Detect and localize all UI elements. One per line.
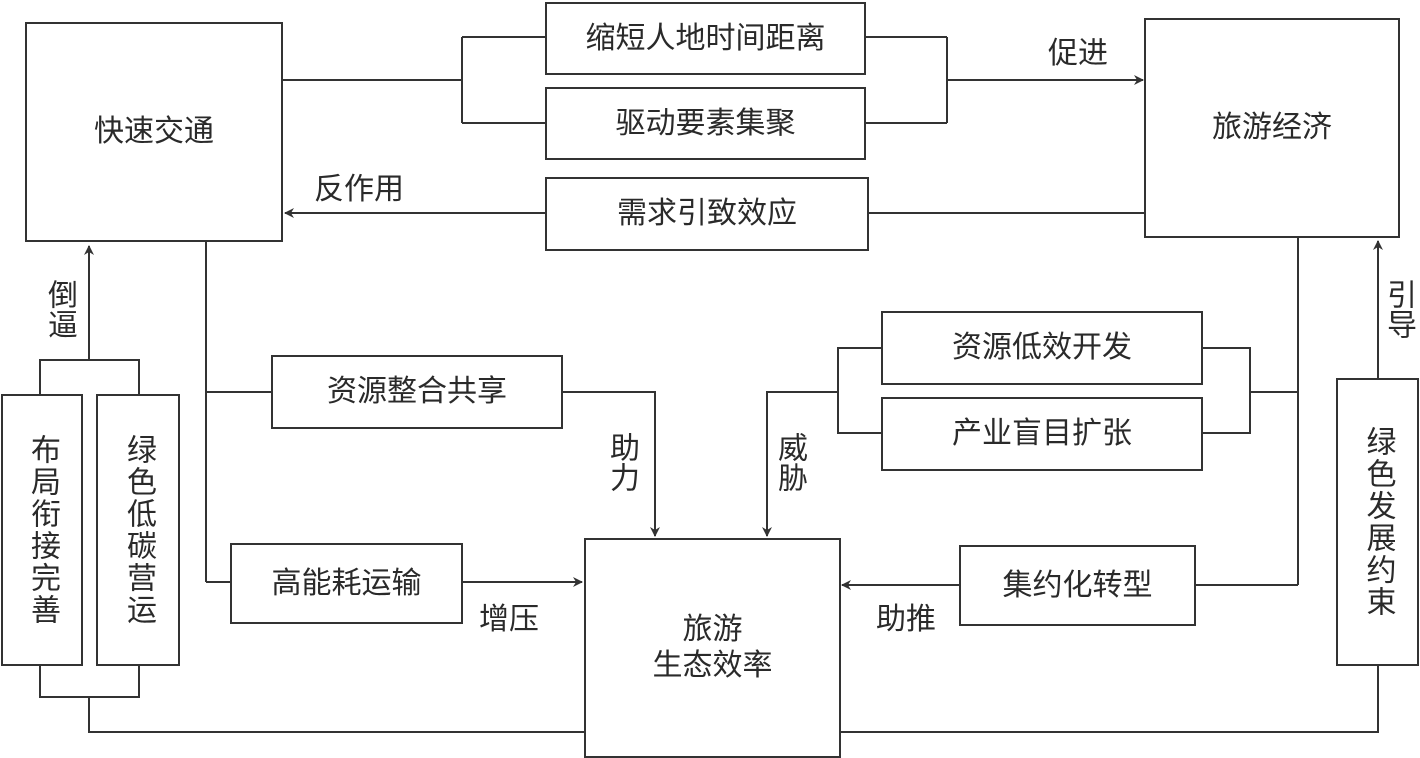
- node-green-low-carbon-label: 绿色低碳营运: [121, 434, 156, 626]
- node-green-constraint: 绿色发展约束: [1336, 378, 1419, 666]
- node-high-energy-transport-label: 高能耗运输: [271, 565, 422, 601]
- node-high-energy-transport: 高能耗运输: [230, 543, 463, 624]
- bracket-threat: [837, 347, 882, 434]
- node-resource-integration: 资源整合共享: [271, 355, 563, 429]
- node-resource-low-dev: 资源低效开发: [881, 311, 1203, 385]
- node-layout-connection: 布局衔接完善: [1, 394, 83, 666]
- bracket-force-bottom: [39, 665, 140, 698]
- arrow-threat: [762, 391, 838, 537]
- line-bottom-left: [88, 697, 585, 733]
- line-bottom-right: [840, 665, 1379, 733]
- label-promote: 促进: [1048, 36, 1108, 71]
- node-resource-low-dev-label: 资源低效开发: [952, 330, 1132, 365]
- node-drive-factor-label: 驱动要素集聚: [615, 105, 796, 141]
- node-green-low-carbon: 绿色低碳营运: [96, 394, 180, 666]
- node-demand-effect: 需求引致效应: [545, 177, 869, 251]
- bracket-right-threat: [1202, 347, 1251, 434]
- node-resource-integration-label: 资源整合共享: [327, 374, 507, 409]
- label-feedback: 反作用: [314, 172, 404, 207]
- label-boost: 助推: [876, 602, 936, 637]
- node-tourism-eco-efficiency-label: 旅游 生态效率: [652, 612, 773, 683]
- node-shorten-distance: 缩短人地时间距离: [545, 2, 866, 75]
- node-industry-blind-expansion: 产业盲目扩张: [881, 397, 1203, 471]
- label-force-back: 倒逼: [42, 279, 77, 339]
- node-shorten-distance-label: 缩短人地时间距离: [585, 20, 826, 56]
- node-green-constraint-label: 绿色发展约束: [1360, 426, 1396, 618]
- label-assist: 助力: [604, 432, 639, 492]
- label-threat: 威胁: [772, 432, 807, 492]
- node-tourism-economy: 旅游经济: [1144, 18, 1400, 238]
- node-fast-transport: 快速交通: [25, 22, 283, 242]
- node-tourism-economy-label: 旅游经济: [1212, 110, 1332, 145]
- node-fast-transport-label: 快速交通: [94, 114, 214, 149]
- node-demand-effect-label: 需求引致效应: [617, 196, 797, 231]
- node-drive-factor: 驱动要素集聚: [545, 87, 866, 160]
- bracket-force-top: [39, 359, 140, 395]
- arrow-assist: [562, 391, 660, 537]
- label-guide: 引导: [1381, 279, 1416, 339]
- node-layout-connection-label: 布局衔接完善: [25, 434, 60, 626]
- node-intensive-transform-label: 集约化转型: [1002, 567, 1153, 603]
- node-intensive-transform: 集约化转型: [959, 545, 1196, 626]
- label-add-pressure: 增压: [479, 602, 539, 637]
- node-tourism-eco-efficiency: 旅游 生态效率: [584, 538, 841, 758]
- node-industry-blind-expansion-label: 产业盲目扩张: [952, 416, 1132, 451]
